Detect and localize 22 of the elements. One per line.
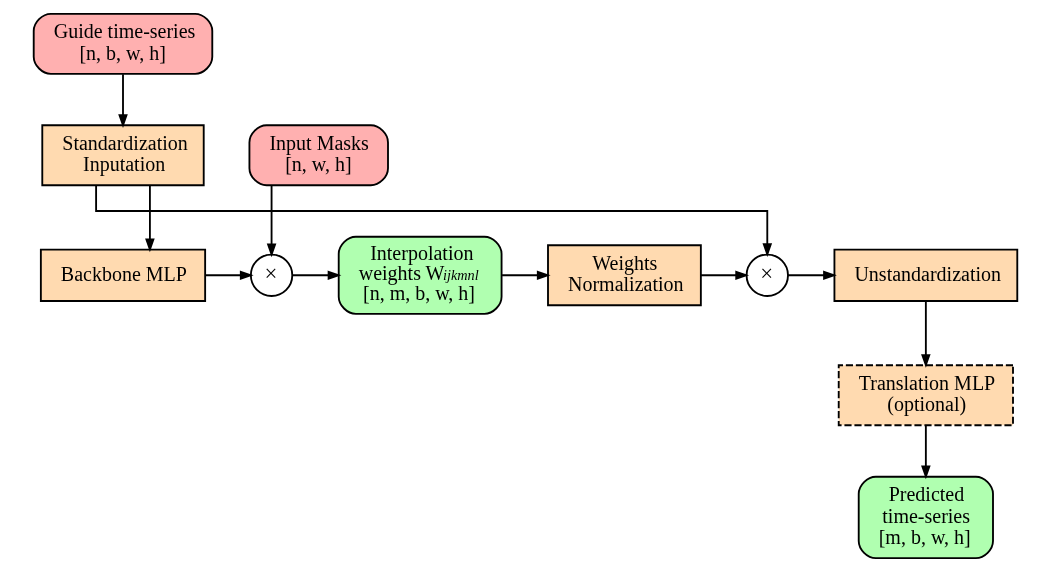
node-circle: × [745, 253, 789, 297]
arrow [266, 184, 277, 258]
arrow [921, 300, 931, 368]
node-box: Weights Normalization [547, 244, 702, 307]
node-box: Unstandardization [833, 248, 1019, 302]
node-box: Predicted time-series [m, b, w, h] [857, 475, 994, 560]
arrow [921, 424, 931, 480]
arrow [501, 270, 551, 281]
arrow [204, 270, 254, 281]
arrow [145, 184, 155, 253]
arrow [118, 73, 128, 129]
arrow [699, 270, 750, 281]
node-circle: × [249, 253, 294, 297]
node-box: Input Masks [n, w, h] [248, 124, 389, 187]
node-box: Backbone MLP [39, 248, 207, 302]
arrow [95, 184, 773, 258]
node-box: Standardization Inputation [41, 124, 205, 187]
arrow [291, 270, 342, 281]
arrow [787, 270, 837, 281]
node-box: Interpolation weights Wijkmnl [n, m, b, w, h] [337, 235, 503, 315]
node-box: Translation MLP (optional) [837, 364, 1014, 427]
node-box: Guide time-series [n, b, w, h] [32, 12, 214, 75]
